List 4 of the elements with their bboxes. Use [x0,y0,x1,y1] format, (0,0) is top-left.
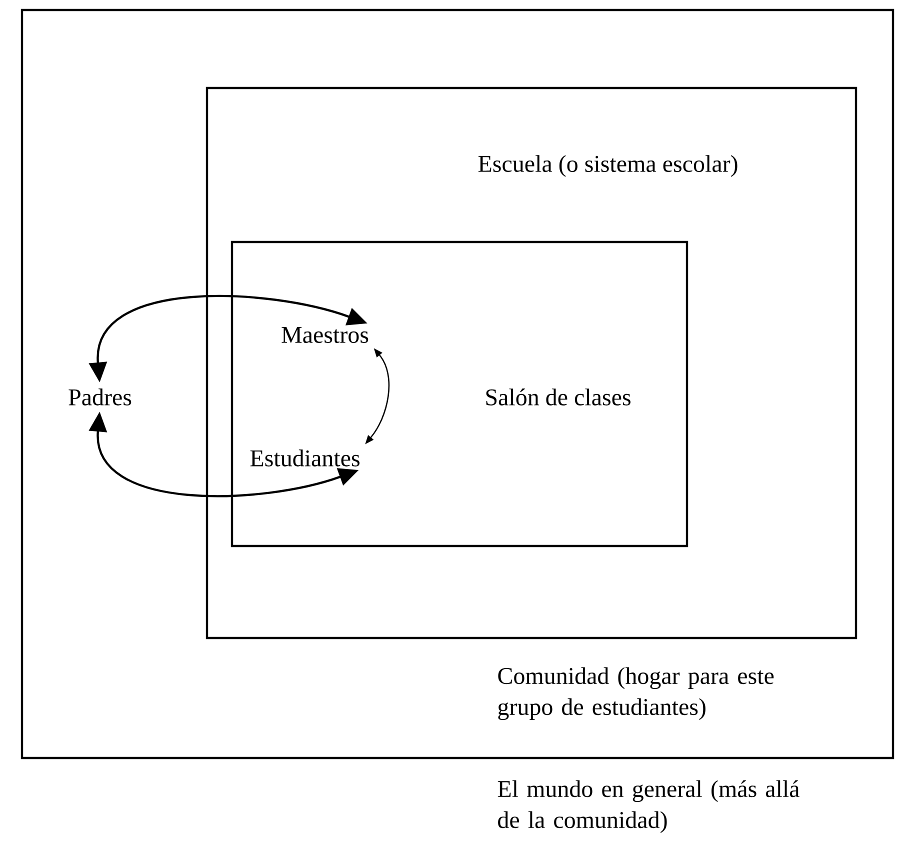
caption-text: El mundo en general (más allá de la comunidad) [498,780,800,833]
label-text: Maestros [282,327,368,343]
label-text: Estudiantes [250,450,360,466]
label-text: Padres [68,388,132,406]
